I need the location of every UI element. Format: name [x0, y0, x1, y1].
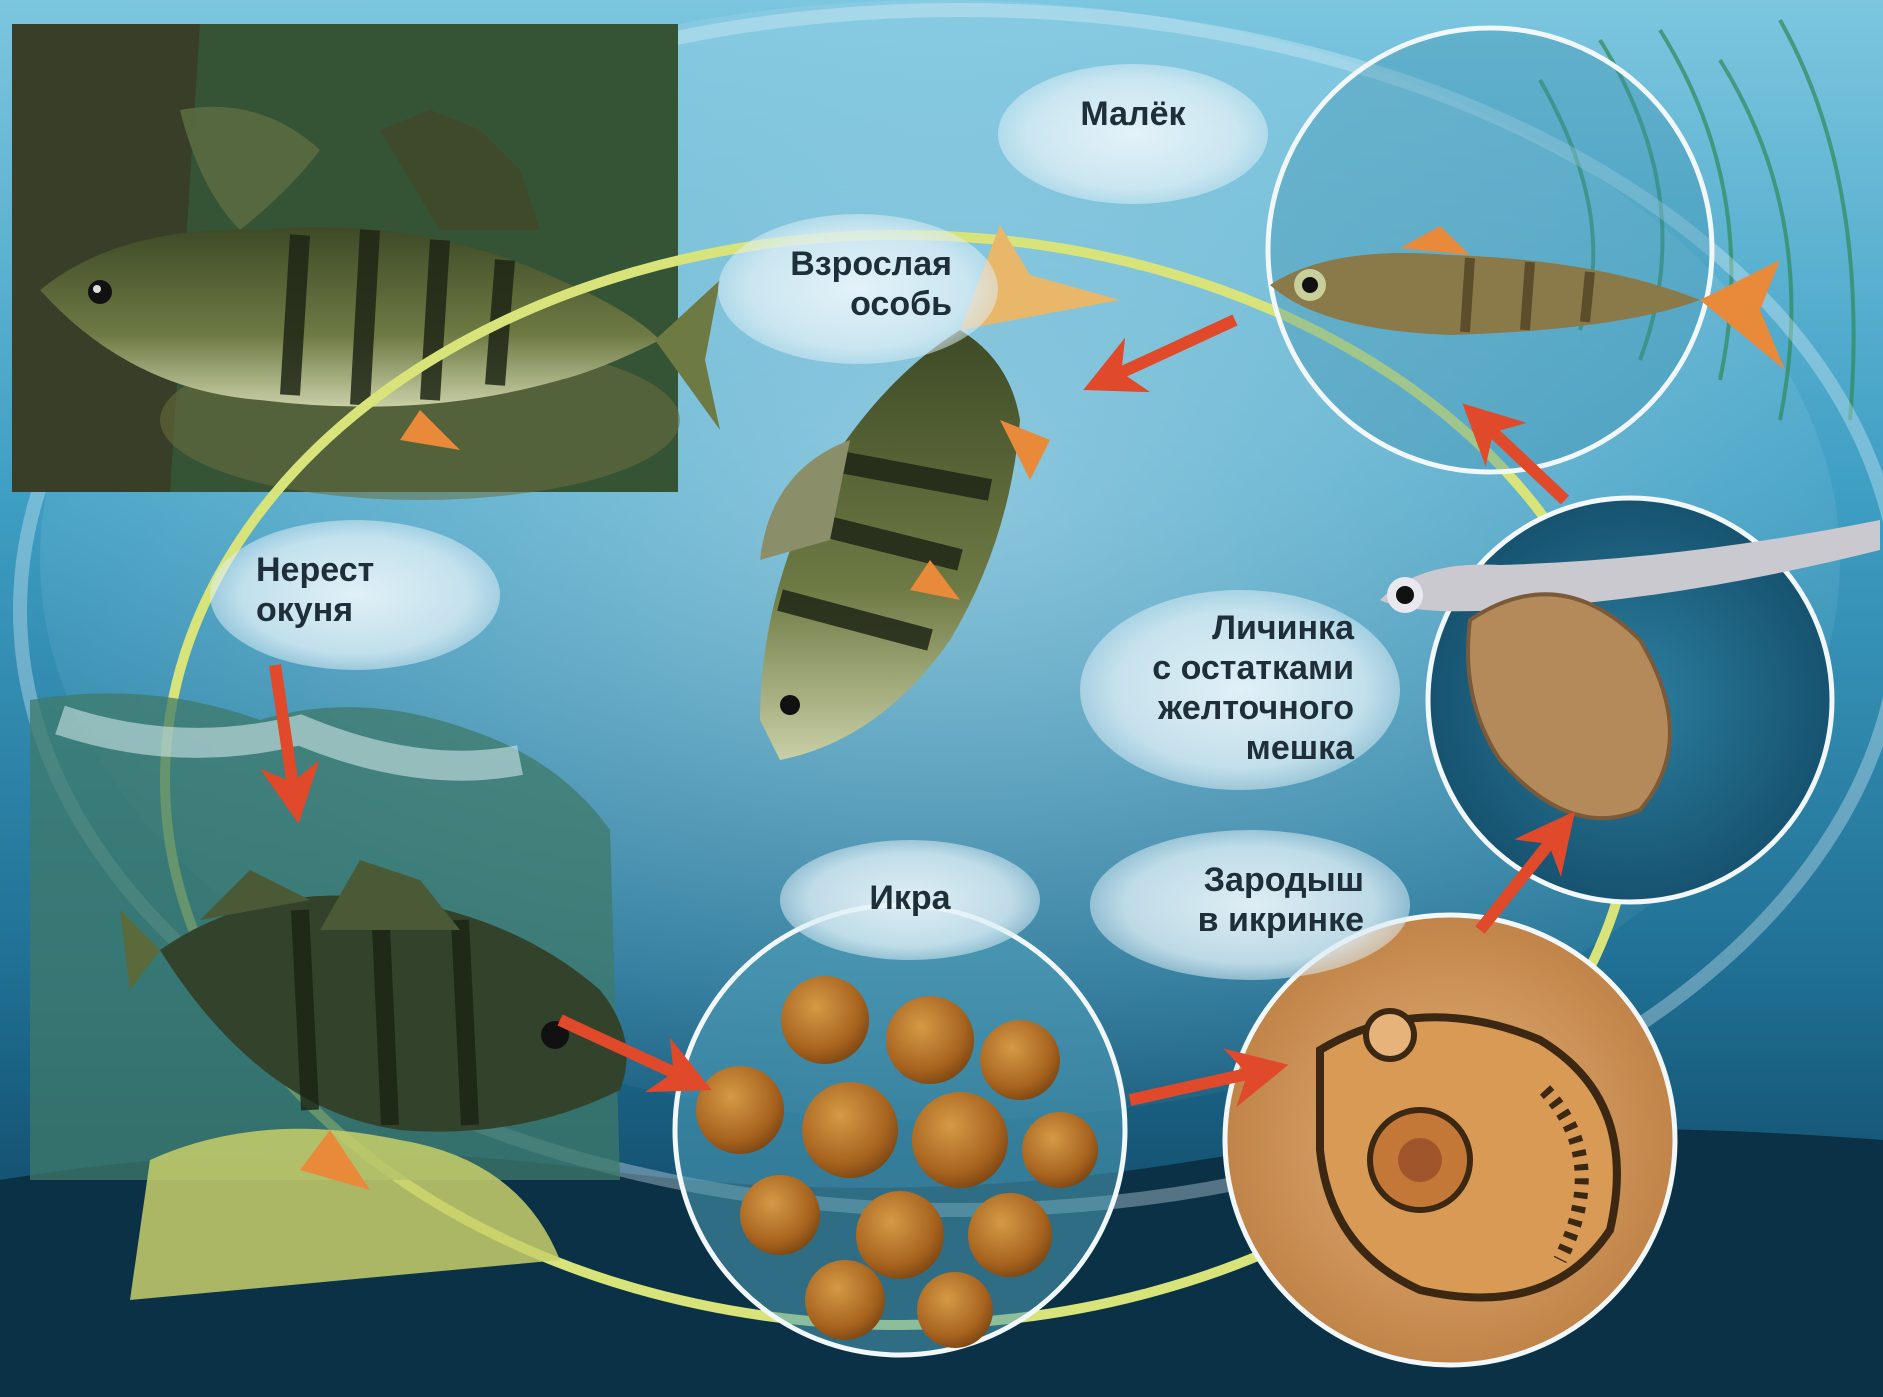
label-adult: Взрослая особь	[718, 214, 998, 364]
label-fry: Малёк	[998, 64, 1268, 204]
label-larva: Личинка с остатками желточного мешка	[1080, 590, 1400, 790]
label-eggs: Икра	[780, 840, 1040, 960]
adult-perch-photo	[12, 24, 720, 500]
embryo-image	[1225, 915, 1675, 1365]
eggs-image	[675, 905, 1125, 1355]
label-spawning: Нерест окуня	[210, 520, 500, 670]
label-embryo: Зародыш в икринке	[1090, 830, 1410, 980]
